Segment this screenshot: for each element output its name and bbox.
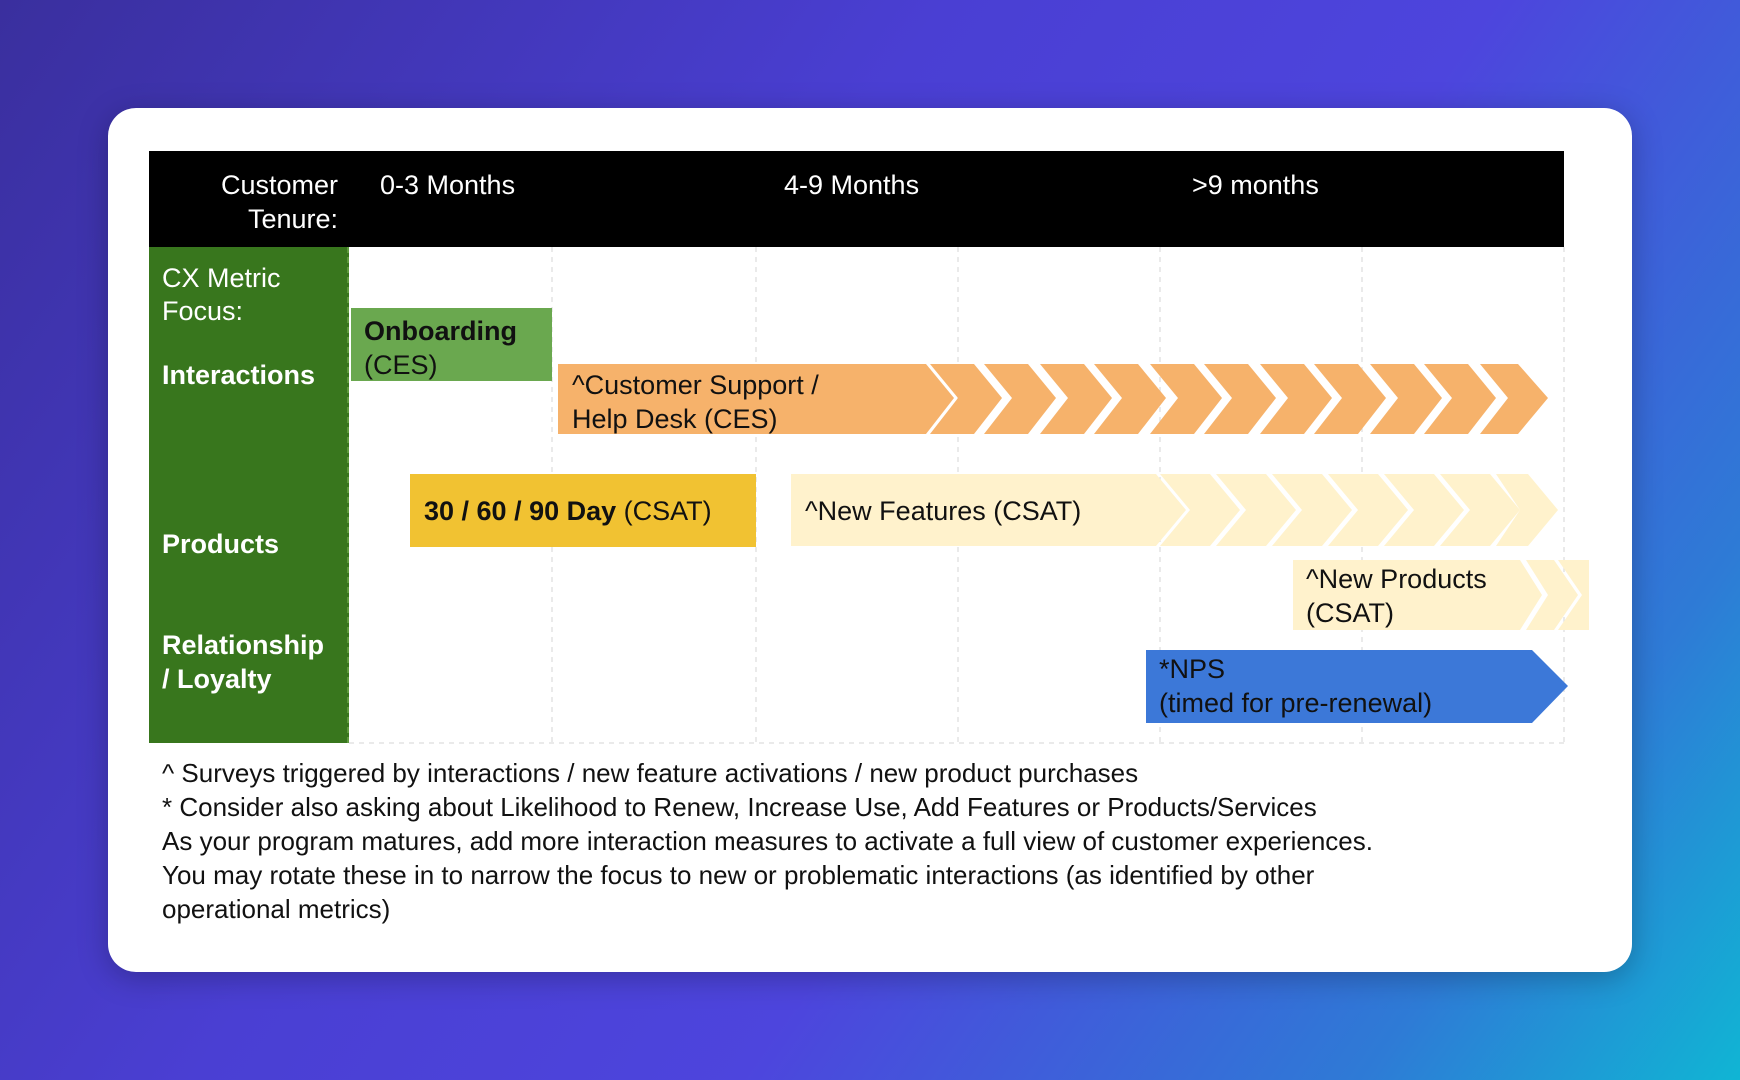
onboarding-title: Onboarding bbox=[364, 316, 517, 346]
diagram-card: Customer Tenure: 0-3 Months 4-9 Months >… bbox=[108, 108, 1632, 972]
features-chevrons bbox=[1160, 474, 1558, 546]
footnote-line4: You may rotate these in to narrow the fo… bbox=[162, 860, 1315, 890]
focus-label-line2: Focus: bbox=[162, 296, 244, 326]
timeline-shapes bbox=[349, 247, 1589, 744]
day-survey-box bbox=[410, 474, 756, 547]
row-label-products: Products bbox=[162, 529, 280, 559]
customer-support-arrow bbox=[558, 364, 1548, 434]
period-0-3-months: 0-3 Months bbox=[380, 170, 516, 200]
new-products-arrow bbox=[1293, 560, 1589, 630]
day-survey-title: 30 / 60 / 90 Day bbox=[424, 496, 617, 526]
period-over-9-months: >9 months bbox=[1192, 170, 1319, 200]
tenure-label-line2: Tenure: bbox=[247, 204, 338, 234]
period-4-9-months: 4-9 Months bbox=[784, 170, 920, 200]
new-features-text: ^New Features (CSAT) bbox=[805, 496, 1082, 526]
footnote-line3: As your program matures, add more intera… bbox=[162, 826, 1373, 856]
customer-support-line2: Help Desk (CES) bbox=[572, 404, 778, 434]
footnotes: ^ Surveys triggered by interactions / ne… bbox=[162, 756, 1582, 926]
cx-metric-diagram: Customer Tenure: 0-3 Months 4-9 Months >… bbox=[108, 108, 1632, 972]
dashed-gridlines bbox=[349, 247, 1565, 744]
row-label-relationship-line2: / Loyalty bbox=[162, 664, 272, 694]
new-products-line1: ^New Products bbox=[1306, 564, 1487, 594]
row-label-relationship-line1: Relationship bbox=[162, 630, 325, 660]
row-label-interactions: Interactions bbox=[162, 360, 316, 390]
footnote-line5: operational metrics) bbox=[162, 894, 391, 924]
products-chevron bbox=[1558, 560, 1589, 630]
cx-metric-focus-label: CX Metric Focus: bbox=[162, 262, 342, 328]
new-products-text: ^New Products (CSAT) bbox=[1306, 562, 1487, 630]
customer-support-text: ^Customer Support / Help Desk (CES) bbox=[572, 368, 819, 436]
tenure-header-bar bbox=[149, 151, 1564, 247]
nps-text: *NPS (timed for pre-renewal) bbox=[1159, 652, 1432, 720]
customer-support-line1: ^Customer Support / bbox=[572, 370, 819, 400]
tenure-label: Customer Tenure: bbox=[158, 168, 338, 236]
day-survey-metric: (CSAT) bbox=[623, 496, 712, 526]
products-chevron bbox=[1526, 560, 1578, 630]
nps-arrow bbox=[1146, 650, 1568, 723]
new-features-arrow bbox=[791, 474, 1558, 546]
day-survey-text: 30 / 60 / 90 Day (CSAT) bbox=[424, 494, 712, 528]
onboarding-metric: (CES) bbox=[364, 350, 438, 380]
nps-line2: (timed for pre-renewal) bbox=[1159, 688, 1433, 718]
footnote-line2: * Consider also asking about Likelihood … bbox=[162, 792, 1317, 822]
new-products-line2: (CSAT) bbox=[1306, 598, 1394, 628]
metric-focus-column bbox=[149, 247, 349, 743]
focus-label-line1: CX Metric bbox=[162, 263, 281, 293]
tenure-label-line1: Customer bbox=[220, 170, 338, 200]
support-chevrons bbox=[930, 364, 1548, 434]
nps-line1: *NPS bbox=[1159, 654, 1226, 684]
footnote-line1: ^ Surveys triggered by interactions / ne… bbox=[162, 758, 1139, 788]
row-label-relationship: Relationship / Loyalty bbox=[162, 628, 352, 696]
onboarding-text: Onboarding (CES) bbox=[364, 314, 517, 382]
onboarding-box bbox=[351, 308, 552, 381]
